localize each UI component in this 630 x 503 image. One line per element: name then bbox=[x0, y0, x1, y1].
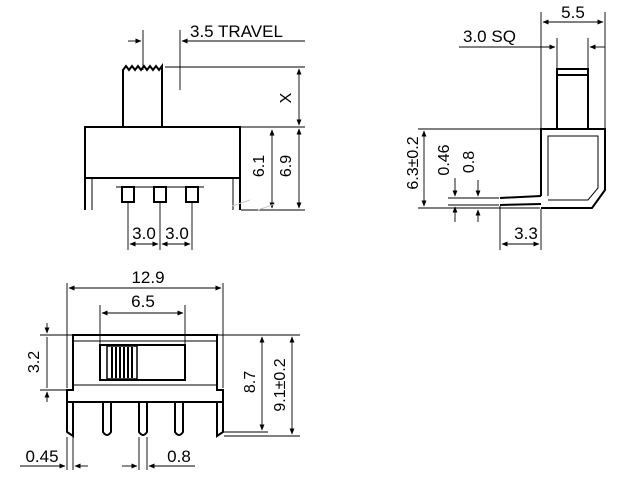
actuator-label: 3.0 SQ bbox=[463, 27, 516, 46]
side-height-label: 6.3±0.2 bbox=[405, 136, 422, 189]
pitch-left-label: 3.0 bbox=[132, 224, 156, 243]
housing bbox=[84, 126, 241, 210]
body-width-label: 5.5 bbox=[561, 3, 585, 22]
x-label: X bbox=[278, 92, 295, 103]
side-pin bbox=[499, 195, 542, 206]
slot-length-label: 6.5 bbox=[131, 292, 155, 311]
slot bbox=[99, 344, 186, 381]
pin-thickness-label: 0.46 bbox=[436, 144, 453, 175]
pin-width-label: 0.45 bbox=[25, 447, 58, 466]
pin-middle bbox=[153, 186, 167, 203]
pin-offset-label: 0.8 bbox=[461, 151, 478, 173]
housing-inner bbox=[91, 177, 234, 210]
pin-left bbox=[121, 186, 135, 203]
side-body bbox=[540, 128, 606, 209]
top-pin-4 bbox=[174, 402, 184, 436]
top-pin-1 bbox=[66, 402, 74, 438]
top-pin-3 bbox=[138, 402, 148, 436]
pin-right bbox=[185, 186, 199, 203]
top-pin-2 bbox=[102, 402, 112, 436]
travel-label: 3.5 TRAVEL bbox=[190, 22, 283, 41]
depth-inner-label: 8.7 bbox=[242, 371, 259, 393]
side-view: 5.5 3.0 SQ 6.3±0.2 0.46 0.8 3.3 bbox=[405, 3, 606, 250]
knob-ridges bbox=[111, 347, 133, 378]
top-view: 12.9 6.5 3.2 8.7 9.1±0.2 0.45 0.8 bbox=[20, 268, 300, 470]
top-pin-5 bbox=[216, 402, 224, 438]
depth-total-label: 9.1±0.2 bbox=[272, 358, 289, 411]
actuator bbox=[122, 63, 163, 127]
height-short-label: 6.1 bbox=[251, 155, 268, 177]
height-total-label: 6.9 bbox=[278, 155, 295, 177]
pin-length-label: 3.3 bbox=[514, 224, 538, 243]
pin-spacing-label: 0.8 bbox=[167, 447, 191, 466]
pitch-right-label: 3.0 bbox=[165, 224, 189, 243]
body-height-label: 3.2 bbox=[26, 351, 43, 373]
side-actuator bbox=[556, 68, 589, 130]
front-view: 3.5 TRAVEL X 6.9 6.1 3.0 3.0 bbox=[84, 22, 305, 250]
overall-length-label: 12.9 bbox=[131, 268, 164, 287]
